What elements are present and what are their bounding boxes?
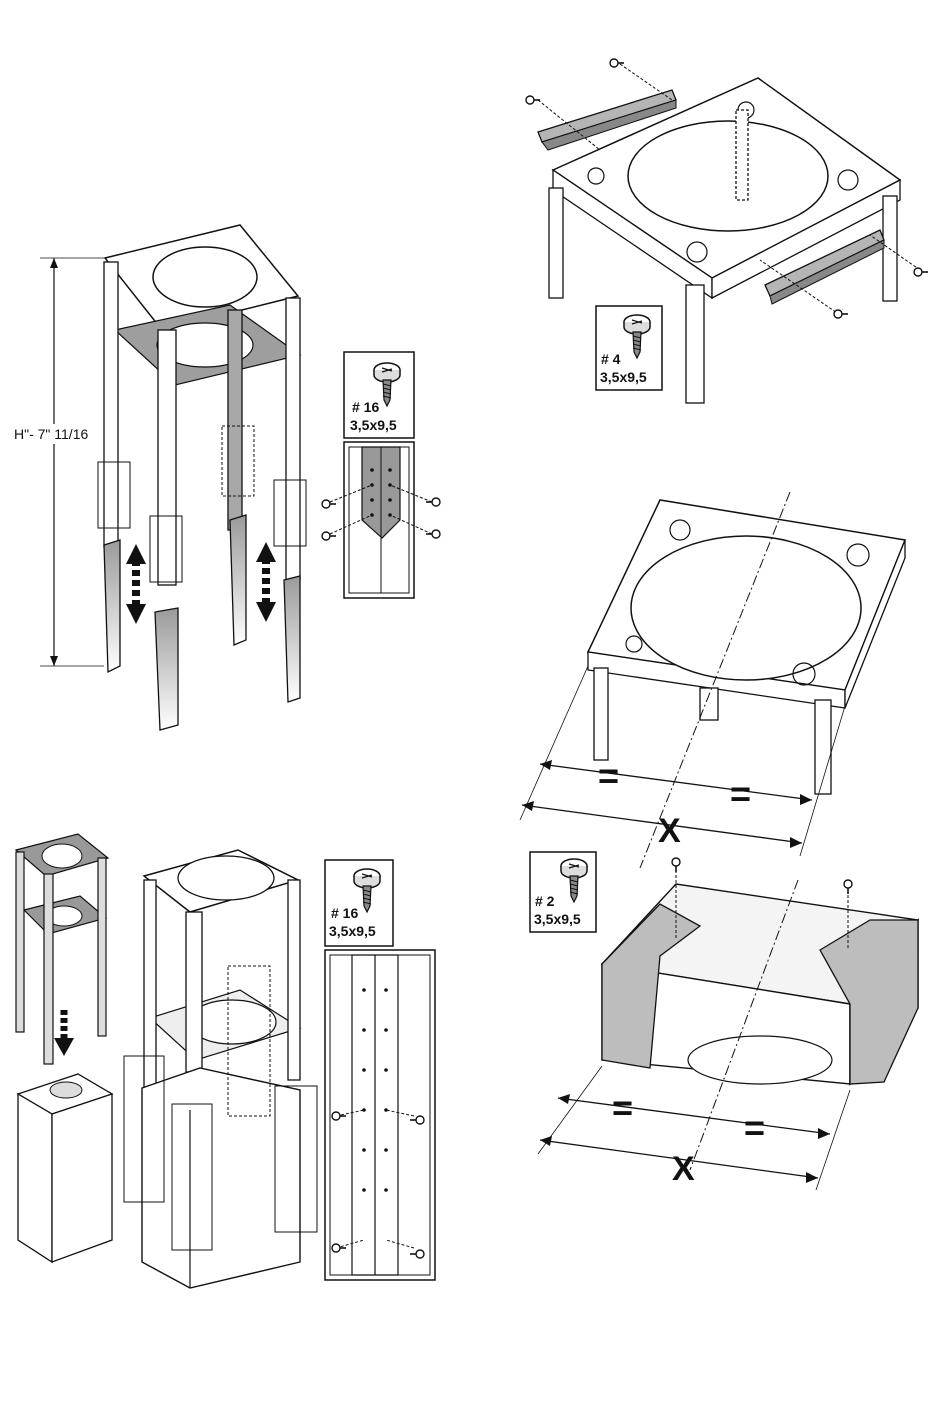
screw-count: # 16 bbox=[331, 905, 358, 921]
screw-count: # 2 bbox=[535, 893, 555, 909]
leg-joint-detail-top bbox=[322, 442, 440, 598]
frame-bracket-assembly bbox=[526, 59, 928, 403]
x-dimension-label: X bbox=[658, 812, 681, 850]
equal-sign-left: = bbox=[598, 755, 619, 796]
equal-sign-left: = bbox=[612, 1087, 633, 1128]
top-plate-opening bbox=[153, 247, 257, 307]
centering-opening bbox=[631, 536, 861, 680]
screw-callout-4: # 4 3,5x9,5 bbox=[596, 306, 662, 390]
frame-opening bbox=[628, 121, 828, 231]
frame-insertion-small bbox=[16, 834, 112, 1262]
screw-callout-2: # 2 3,5x9,5 bbox=[530, 852, 596, 932]
screw-count: # 16 bbox=[352, 399, 379, 415]
equal-sign-right: = bbox=[730, 773, 751, 814]
screw-size: 3,5x9,5 bbox=[534, 911, 581, 927]
screw-callout-16-bottom: # 16 3,5x9,5 bbox=[325, 860, 393, 946]
frame-installed-in-body bbox=[124, 850, 317, 1288]
frame-centering-view: = = X bbox=[520, 492, 905, 868]
duct-dimensions: = = X bbox=[538, 1066, 850, 1190]
adjust-arrow-right bbox=[256, 542, 276, 622]
frame-telescopic-assembly: H"- 7" 11/16 bbox=[12, 225, 306, 730]
x-dimension-label: X bbox=[672, 1150, 695, 1188]
screw-size: 3,5x9,5 bbox=[350, 417, 397, 433]
height-dimension: H"- 7" 11/16 bbox=[12, 258, 104, 666]
equal-sign-right: = bbox=[744, 1107, 765, 1148]
lower-legs bbox=[104, 515, 300, 730]
height-label: H"- 7" 11/16 bbox=[14, 426, 88, 442]
screw-size: 3,5x9,5 bbox=[329, 923, 376, 939]
screw-callout-16-top: # 16 3,5x9,5 bbox=[344, 352, 414, 438]
screw-count: # 4 bbox=[601, 351, 621, 367]
adjust-arrow-left bbox=[126, 544, 146, 624]
leg-joint-detail-bottom bbox=[325, 950, 435, 1280]
screw-size: 3,5x9,5 bbox=[600, 369, 647, 385]
